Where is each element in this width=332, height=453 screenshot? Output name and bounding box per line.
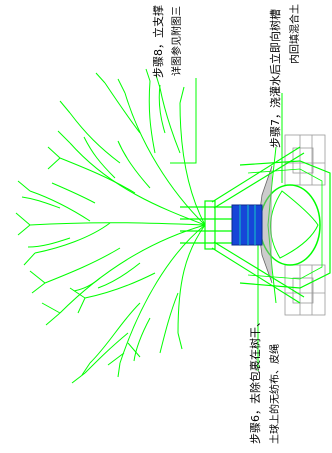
- support-stakes: [211, 146, 305, 304]
- step6-title: 步骤6，去除包裹在树干、: [248, 316, 262, 444]
- canopy: [15, 68, 206, 384]
- annotation-step6: 步骤6，去除包裹在树干、 土球上的无纺布、皮绳: [248, 316, 281, 444]
- step7-title: 步骤7，浇灌水后立即向树槽: [268, 9, 282, 148]
- tree-figure: [15, 68, 331, 384]
- step8-detail: 详图参见附图三: [170, 6, 183, 76]
- step6-detail: 土球上的无纺布、皮绳: [268, 344, 281, 444]
- annotation-step7: 步骤7，浇灌水后立即向树槽 内回填混合土: [268, 4, 301, 148]
- step8-title: 步骤8，立支撑: [151, 5, 165, 78]
- leader-line-step8: [170, 78, 197, 164]
- annotation-step8: 步骤8，立支撑 详图参见附图三: [151, 5, 183, 78]
- step7-detail: 内回填混合土: [288, 4, 301, 64]
